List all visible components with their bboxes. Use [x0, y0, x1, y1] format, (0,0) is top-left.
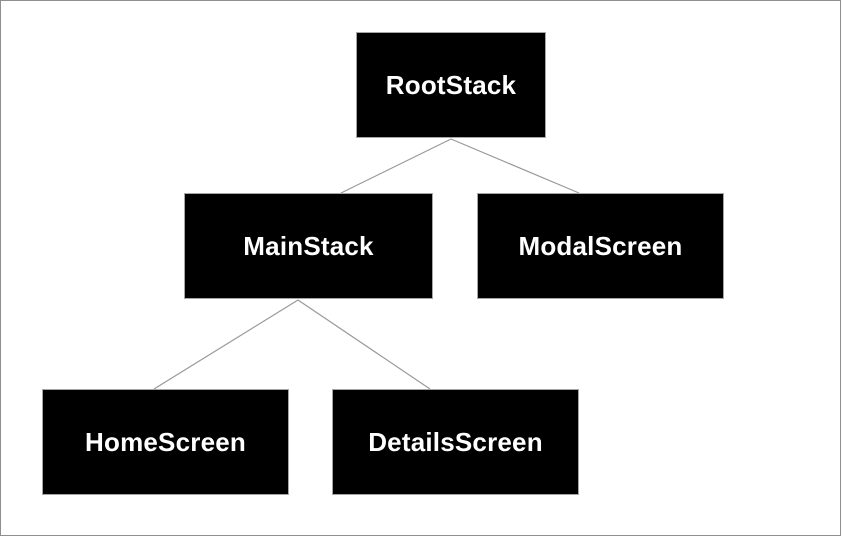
node-homescreen-label: HomeScreen	[85, 426, 246, 457]
edge-mainstack-detailsscreen	[297, 299, 431, 390]
node-mainstack-label: MainStack	[243, 230, 374, 261]
node-rootstack: RootStack	[356, 32, 546, 138]
node-modalscreen: ModalScreen	[477, 193, 724, 299]
edge-rootstack-mainstack	[340, 138, 452, 194]
node-modalscreen-label: ModalScreen	[518, 230, 683, 261]
edge-mainstack-homescreen	[153, 299, 299, 390]
node-detailsscreen-label: DetailsScreen	[368, 426, 543, 457]
node-homescreen: HomeScreen	[42, 389, 289, 495]
edge-rootstack-modalscreen	[450, 138, 580, 194]
node-mainstack: MainStack	[184, 193, 433, 299]
node-detailsscreen: DetailsScreen	[332, 389, 579, 495]
node-rootstack-label: RootStack	[385, 69, 517, 100]
